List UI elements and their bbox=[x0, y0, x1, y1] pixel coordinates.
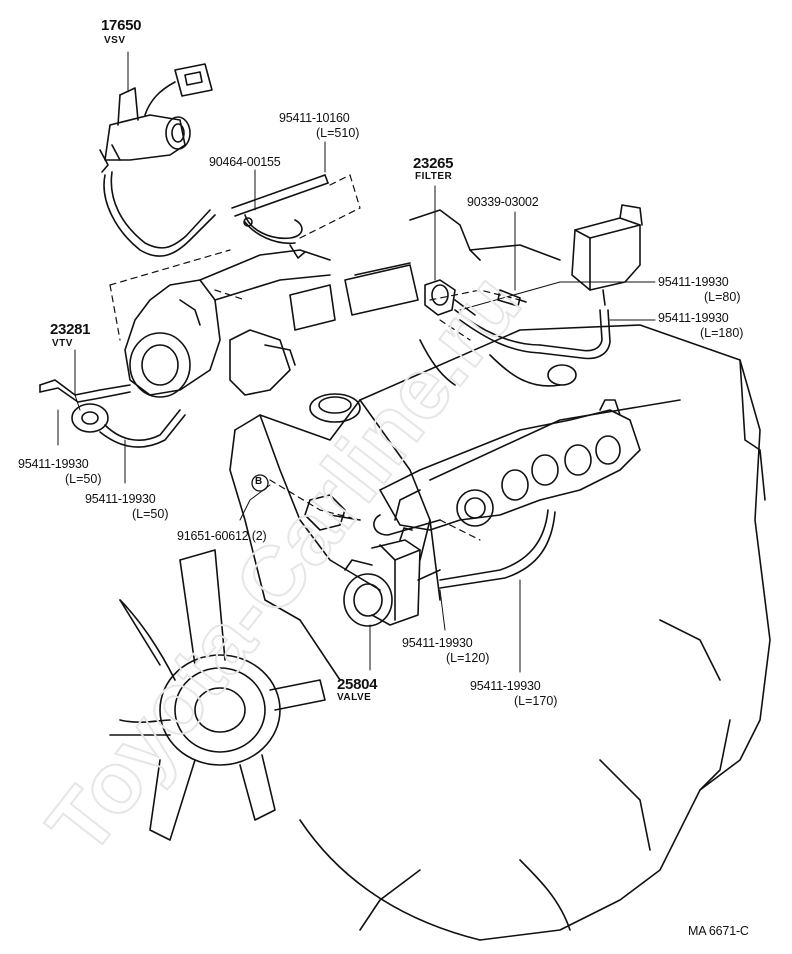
bolt-part-number: 91651-60612 (2) bbox=[177, 529, 267, 543]
vtv-part-number: 23281 bbox=[50, 321, 91, 338]
clamp-part-number: 90464-00155 bbox=[209, 155, 281, 169]
canister-component bbox=[571, 204, 643, 306]
hose-170-part-number: 95411-19930 bbox=[470, 679, 541, 693]
hose-180-length: (L=180) bbox=[700, 326, 744, 340]
hose-120-part-number: 95411-19930 bbox=[402, 636, 473, 650]
valve-component bbox=[343, 514, 441, 627]
dashed-guides bbox=[109, 174, 521, 541]
plug-part-number: 90339-03002 bbox=[467, 195, 539, 209]
lower-hoses bbox=[429, 509, 556, 601]
air-duct bbox=[289, 209, 561, 386]
hose-50a-length: (L=50) bbox=[65, 472, 102, 486]
bolt-quantity: (2) bbox=[251, 529, 267, 543]
bolt-component bbox=[304, 494, 361, 531]
hose-80-part-number: 95411-19930 bbox=[658, 275, 729, 289]
filter-part-name: FILTER bbox=[415, 171, 453, 182]
leader-lines bbox=[57, 51, 656, 673]
filter-component bbox=[424, 279, 476, 316]
vsv-component bbox=[99, 63, 213, 173]
vsv-part-name: VSV bbox=[104, 35, 126, 46]
hose-510-length: (L=510) bbox=[316, 126, 360, 140]
throttle-body bbox=[124, 249, 331, 398]
hose-50a-part-number: 95411-19930 bbox=[18, 457, 89, 471]
figure-code: MA 6671-C bbox=[688, 924, 749, 938]
vsv-hose bbox=[103, 171, 216, 257]
bolt-part-number-text: 91651-60612 bbox=[177, 529, 249, 543]
vtv-part-name: VTV bbox=[52, 338, 73, 349]
vtv-component bbox=[39, 379, 186, 448]
bolt-marker-letter: B bbox=[255, 476, 263, 487]
valve-part-name: VALVE bbox=[337, 692, 372, 703]
engine-block bbox=[299, 324, 771, 941]
valve-part-number: 25804 bbox=[337, 676, 378, 693]
hose-180-part-number: 95411-19930 bbox=[658, 311, 729, 325]
hose-510 bbox=[231, 174, 329, 217]
cooling-fan bbox=[109, 549, 326, 841]
vsv-part-number: 17650 bbox=[101, 17, 142, 34]
filter-part-number: 23265 bbox=[413, 155, 454, 172]
intake-manifold bbox=[379, 399, 641, 531]
hose-120-length: (L=120) bbox=[446, 651, 490, 665]
right-hoses bbox=[454, 309, 611, 387]
hose-170-length: (L=170) bbox=[514, 694, 558, 708]
hose-clamp bbox=[243, 214, 306, 259]
hose-80-length: (L=80) bbox=[704, 290, 741, 304]
hose-50b-part-number: 95411-19930 bbox=[85, 492, 156, 506]
hose-50b-length: (L=50) bbox=[132, 507, 169, 521]
hose-510-part-number: 95411-10160 bbox=[279, 111, 350, 125]
bolt-marker bbox=[251, 474, 269, 492]
